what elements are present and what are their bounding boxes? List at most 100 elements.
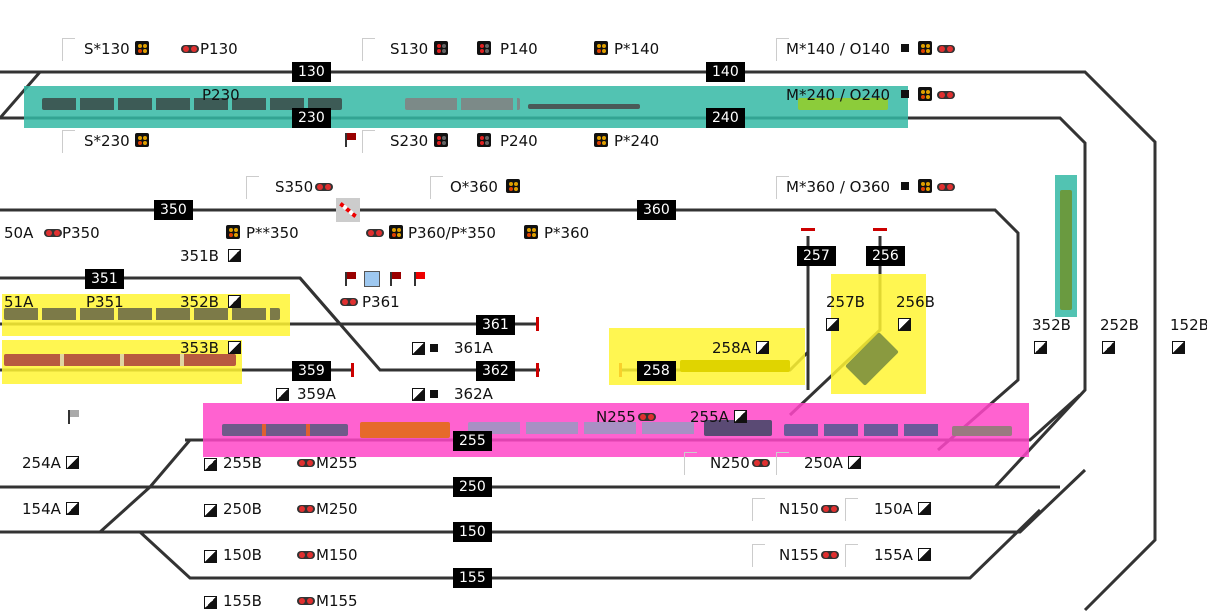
detector-icon[interactable] (1172, 341, 1185, 354)
detector-label-a351: 51A (4, 293, 34, 311)
track-label-258[interactable]: 258 (637, 361, 676, 381)
signal-dwarf-n255[interactable] (638, 413, 656, 421)
track-label-150[interactable]: 150 (453, 522, 492, 542)
signal-dwarf-n150[interactable] (821, 505, 839, 513)
signal-p240a[interactable] (594, 133, 608, 147)
signal-dwarf-m155[interactable] (297, 597, 315, 605)
track-label-155[interactable]: 155 (453, 568, 492, 588)
track-label-350[interactable]: 350 (154, 200, 193, 220)
signal-p240[interactable] (477, 133, 491, 147)
detector-icon[interactable] (826, 318, 839, 331)
detector-icon[interactable] (848, 456, 861, 469)
signal-s130[interactable] (434, 41, 448, 55)
detector-icon[interactable] (228, 249, 241, 262)
train-255-f[interactable] (952, 426, 1012, 436)
detector-icon[interactable] (412, 342, 425, 355)
track-label-240[interactable]: 240 (706, 108, 745, 128)
track-label-256[interactable]: 256 (866, 246, 905, 266)
train-258[interactable] (680, 360, 790, 372)
signal-p350a[interactable] (226, 225, 240, 239)
train-230[interactable] (42, 98, 342, 110)
detector-icon[interactable] (228, 295, 241, 308)
flag-icon[interactable] (345, 133, 356, 147)
signal-p360a[interactable] (524, 225, 538, 239)
train-255-d[interactable] (704, 420, 772, 436)
detector-icon[interactable] (756, 341, 769, 354)
route-button[interactable] (364, 271, 380, 287)
signal-dwarf-p360[interactable] (366, 229, 384, 237)
detector-icon[interactable] (412, 388, 425, 401)
track-label-255[interactable]: 255 (453, 431, 492, 451)
signal-box (776, 452, 789, 475)
track-label-257[interactable]: 257 (797, 246, 836, 266)
train-352[interactable] (4, 308, 280, 320)
track-label-250[interactable]: 250 (453, 477, 492, 497)
signal-dwarf-m255[interactable] (297, 459, 315, 467)
track-label-230[interactable]: 230 (292, 108, 331, 128)
train-255-e[interactable] (784, 424, 944, 436)
detector-icon[interactable] (204, 458, 217, 471)
detector-icon[interactable] (1102, 341, 1115, 354)
detector-icon[interactable] (66, 456, 79, 469)
train-255-b[interactable] (360, 422, 450, 438)
signal-dwarf-p350[interactable] (44, 229, 62, 237)
track-155 (138, 508, 1042, 580)
track-label-140[interactable]: 140 (706, 62, 745, 82)
train-255-a[interactable] (222, 424, 348, 436)
detector-icon[interactable] (204, 550, 217, 563)
signal-m240[interactable] (918, 87, 932, 101)
signal-p360[interactable] (389, 225, 403, 239)
track-label-362[interactable]: 362 (476, 361, 515, 381)
signal-p140[interactable] (477, 41, 491, 55)
detector-icon[interactable] (228, 341, 241, 354)
signal-dwarf-n155[interactable] (821, 551, 839, 559)
detector-icon[interactable] (734, 410, 747, 423)
train-255-c[interactable] (468, 422, 698, 434)
detector-icon[interactable] (66, 502, 79, 515)
signal-label-m150: M150 (316, 546, 358, 564)
flag-icon[interactable] (414, 272, 425, 286)
signal-dwarf-m250[interactable] (297, 505, 315, 513)
signal-m360[interactable] (918, 179, 932, 193)
signal-s230[interactable] (434, 133, 448, 147)
signal-dwarf-m360[interactable] (937, 183, 955, 191)
signal-m140[interactable] (918, 41, 932, 55)
signal-dwarf-s350[interactable] (315, 183, 333, 191)
train-230-b[interactable] (405, 98, 520, 110)
signal-dwarf-p130[interactable] (181, 45, 199, 53)
flag-icon[interactable] (68, 410, 79, 424)
signal-box (845, 498, 858, 521)
signal-dwarf-m150[interactable] (297, 551, 315, 559)
track-label-361[interactable]: 361 (476, 315, 515, 335)
detector-icon[interactable] (204, 596, 217, 609)
train-353[interactable] (4, 354, 236, 366)
signal-dwarf-n250[interactable] (752, 459, 770, 467)
detector-icon[interactable] (898, 318, 911, 331)
signal-s130a[interactable] (135, 41, 149, 55)
signal-dwarf-m240[interactable] (937, 91, 955, 99)
signal-o360[interactable] (506, 179, 520, 193)
detector-icon[interactable] (918, 548, 931, 561)
detector-icon[interactable] (204, 504, 217, 517)
track-label-130[interactable]: 130 (292, 62, 331, 82)
signal-box (246, 176, 259, 199)
train-230-c[interactable] (528, 104, 640, 109)
signal-dwarf-p361[interactable] (340, 298, 358, 306)
signal-p140a[interactable] (594, 41, 608, 55)
detector-icon[interactable] (1034, 341, 1047, 354)
signal-s230a[interactable] (135, 133, 149, 147)
track-label-359[interactable]: 359 (292, 361, 331, 381)
train-240[interactable] (798, 98, 888, 110)
level-crossing-icon[interactable] (336, 198, 360, 222)
signal-dwarf-m140[interactable] (937, 45, 955, 53)
signal-label-m155: M155 (316, 592, 358, 610)
detector-icon[interactable] (918, 502, 931, 515)
train-152[interactable] (1060, 190, 1072, 310)
detector-icon[interactable] (276, 388, 289, 401)
track-label-360[interactable]: 360 (637, 200, 676, 220)
flag-icon[interactable] (390, 272, 401, 286)
flag-icon[interactable] (345, 272, 356, 286)
signal-label-p140a: P*140 (614, 40, 660, 58)
track-label-351[interactable]: 351 (85, 269, 124, 289)
signal-box (752, 498, 765, 521)
